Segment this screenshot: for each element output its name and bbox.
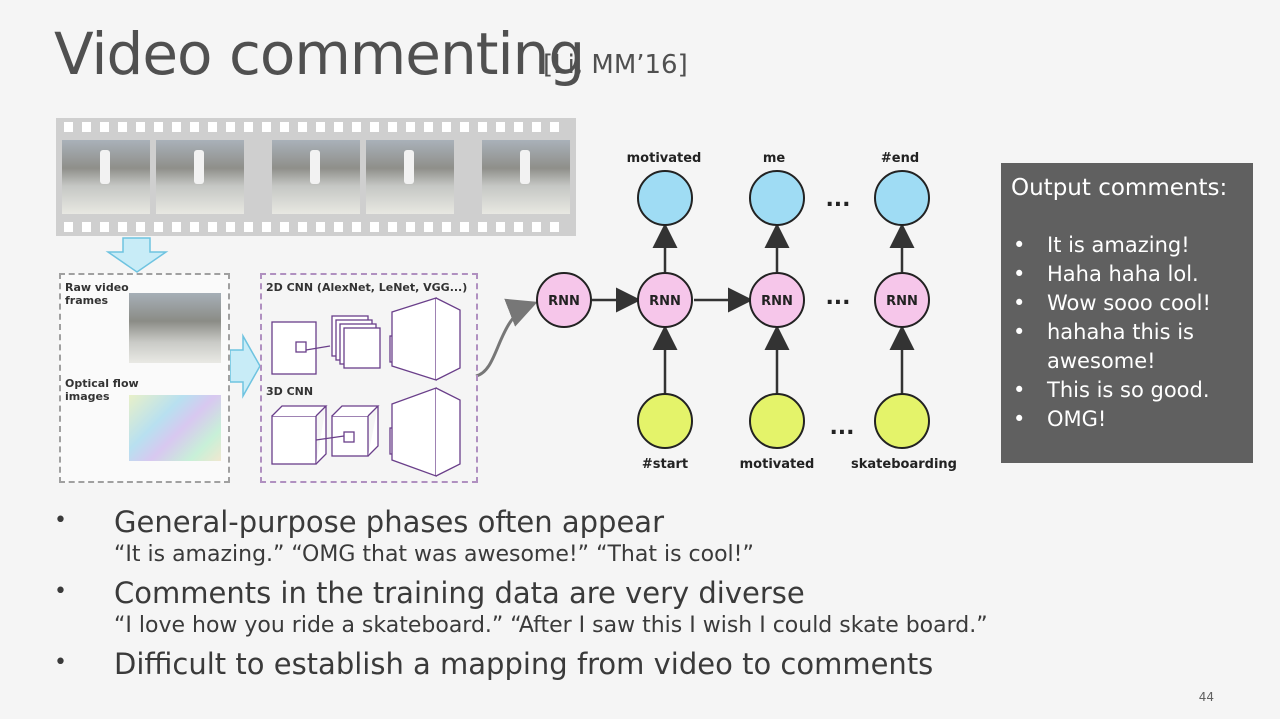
rnn-node	[874, 272, 930, 328]
cnn-2d-connector	[305, 345, 331, 351]
cnn-3d-shapes	[271, 387, 461, 477]
rnn-label: RNN	[649, 294, 681, 309]
optical-flow-label: Optical flow images	[65, 377, 139, 403]
rnn-node	[536, 272, 592, 328]
input-node	[874, 393, 930, 449]
input-panel: Raw video frames Optical flow images	[59, 273, 230, 483]
rnn-node	[637, 272, 693, 328]
output-word: motivated	[627, 151, 702, 166]
raw-frame-thumbnail	[129, 293, 221, 363]
slide-title: Video commenting	[54, 20, 585, 88]
cnn-panel: 2D CNN (AlexNet, LeNet, VGG...) 3D CNN	[260, 273, 478, 483]
output-word: me	[763, 151, 786, 166]
ellipsis: ...	[825, 187, 850, 212]
bullet-main: General-purpose phases often appear	[114, 505, 664, 539]
raw-frames-label: Raw video frames	[65, 281, 129, 307]
cnn-2d-shapes	[271, 297, 461, 381]
input-word: #start	[642, 457, 688, 472]
comment-item: Haha haha lol.	[1007, 260, 1247, 289]
output-comments-panel: Output comments: It is amazing! Haha hah…	[1001, 163, 1253, 463]
output-word: #end	[881, 151, 919, 166]
bullet-item: • Comments in the training data are very…	[48, 575, 1228, 641]
bullet-main: Difficult to establish a mapping from vi…	[114, 647, 934, 681]
video-frame	[482, 140, 570, 214]
rnn-node	[749, 272, 805, 328]
video-frame	[366, 140, 454, 214]
cnn-to-rnn-arrow	[475, 298, 538, 378]
video-frame	[156, 140, 244, 214]
comment-item: Wow sooo cool!	[1007, 289, 1247, 318]
output-comments-list: It is amazing! Haha haha lol. Wow sooo c…	[1007, 231, 1247, 434]
bullet-item: • General-purpose phases often appear “I…	[48, 504, 1228, 570]
bullet-dot: •	[54, 508, 67, 533]
citation: [Li, MM’16]	[543, 50, 688, 80]
rnn-label: RNN	[548, 294, 580, 309]
bullet-list: • General-purpose phases often appear “I…	[48, 504, 1228, 682]
bullet-dot: •	[54, 579, 67, 604]
output-comments-header: Output comments:	[1011, 175, 1228, 201]
cnn-2d-label: 2D CNN (AlexNet, LeNet, VGG...)	[266, 281, 468, 294]
optical-flow-thumbnail	[129, 395, 221, 461]
rnn-label: RNN	[886, 294, 918, 309]
rnn-label: RNN	[761, 294, 793, 309]
film-holes-top	[64, 122, 568, 132]
input-word: motivated	[740, 457, 815, 472]
input-node	[749, 393, 805, 449]
video-film-strip	[56, 118, 576, 236]
ellipsis: ...	[829, 415, 854, 440]
video-frame	[272, 140, 360, 214]
ellipsis: ...	[825, 285, 850, 310]
page-number: 44	[1198, 690, 1214, 704]
video-frame	[62, 140, 150, 214]
comment-item: hahaha this is awesome!	[1007, 318, 1247, 376]
bullet-sub: “It is amazing.” “OMG that was awesome!”…	[114, 542, 754, 567]
input-node	[637, 393, 693, 449]
bullet-sub: “I love how you ride a skateboard.” “Aft…	[114, 613, 988, 638]
input-word: skateboarding	[851, 457, 957, 472]
film-holes-bottom	[64, 222, 568, 232]
right-block-arrow	[229, 333, 261, 399]
down-block-arrow	[105, 237, 169, 273]
bullet-main: Comments in the training data are very d…	[114, 576, 805, 610]
output-node	[749, 170, 805, 226]
output-node	[874, 170, 930, 226]
cnn-3d-label: 3D CNN	[266, 385, 314, 398]
output-node	[637, 170, 693, 226]
cnn-3d-connector	[315, 435, 345, 441]
bullet-dot: •	[54, 650, 67, 675]
comment-item: This is so good.	[1007, 376, 1247, 405]
comment-item: OMG!	[1007, 405, 1247, 434]
comment-item: It is amazing!	[1007, 231, 1247, 260]
bullet-item: • Difficult to establish a mapping from …	[48, 646, 1228, 682]
